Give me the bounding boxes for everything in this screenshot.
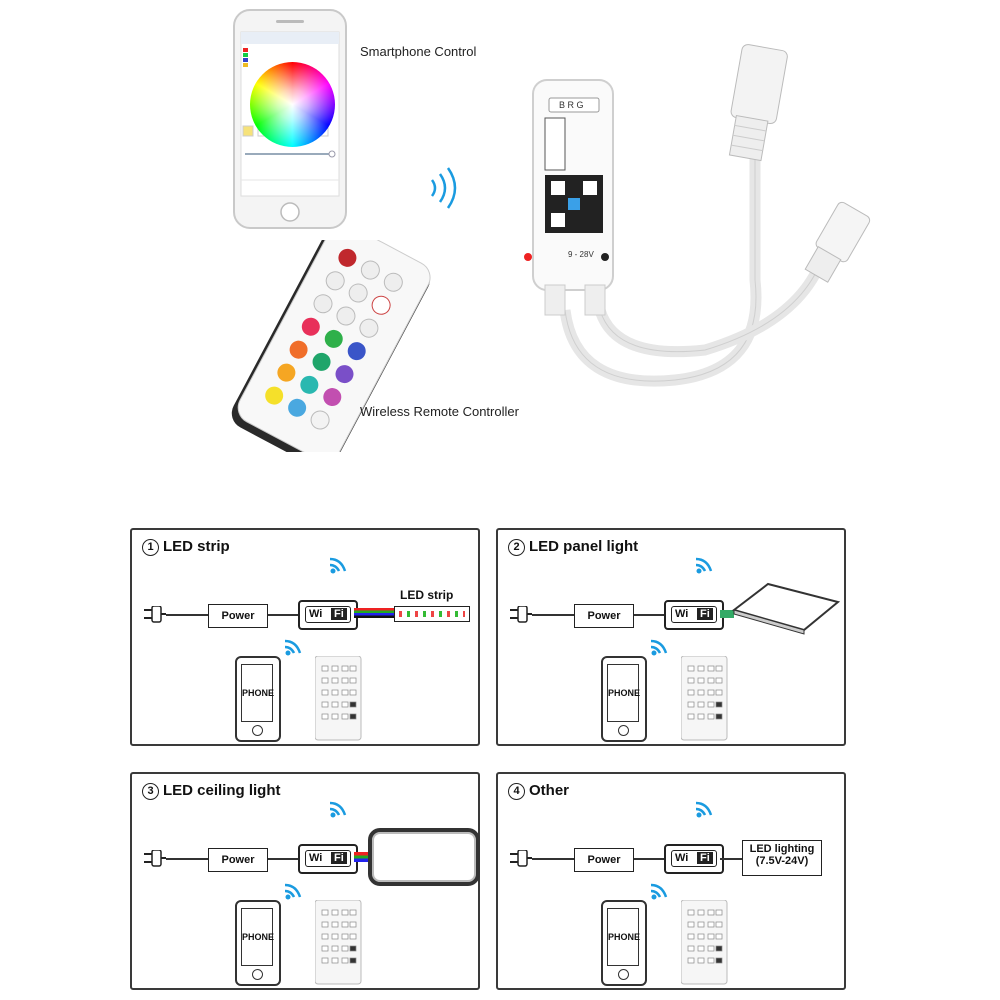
controller-spec-label: 9 - 28V xyxy=(568,250,594,259)
plug-icon xyxy=(510,850,533,867)
controller-brg-label: B R G xyxy=(559,100,584,110)
caption-remote: Wireless Remote Controller xyxy=(360,404,519,419)
led-ceiling-light xyxy=(368,828,480,886)
power-adapter-box: Power xyxy=(208,848,268,872)
wifi-signal-icon xyxy=(651,883,668,900)
phone-icon: PHONE xyxy=(235,900,281,986)
caption-smartphone: Smartphone Control xyxy=(360,44,477,59)
phone-icon: PHONE xyxy=(601,656,647,742)
power-adapter-box: Power xyxy=(208,604,268,628)
phone-icon: PHONE xyxy=(601,900,647,986)
remote-icon xyxy=(681,900,728,985)
wifi-controller-box: Wi Fi xyxy=(664,600,724,630)
remote-icon xyxy=(315,900,362,985)
power-adapter-box: Power xyxy=(574,604,634,628)
wifi-signal-icon xyxy=(285,639,302,656)
led-strip-label: LED strip xyxy=(400,588,454,602)
wifi-signal-icon xyxy=(696,801,713,818)
plug-icon xyxy=(144,606,167,623)
wifi-signal-icon xyxy=(330,557,347,574)
power-adapter-box: Power xyxy=(574,848,634,872)
wifi-controller-box: Wi Fi xyxy=(298,600,358,630)
remote-icon xyxy=(681,656,728,741)
led-strip xyxy=(394,606,470,622)
wifi-signal-icon xyxy=(285,883,302,900)
rgb-wires xyxy=(354,608,396,618)
led-lighting-box: LED lighting (7.5V-24V) xyxy=(742,840,822,876)
wifi-signal-icon xyxy=(696,557,713,574)
remote-controller-illustration xyxy=(210,223,450,469)
wifi-controller-box: Wi Fi xyxy=(298,844,358,874)
wireless-signal-icon xyxy=(424,166,464,215)
plug-icon xyxy=(144,850,167,867)
cable-line xyxy=(720,858,742,860)
wifi-controller-box: Wi Fi xyxy=(664,844,724,874)
led-panel-light xyxy=(720,582,840,635)
color-wheel xyxy=(250,62,335,147)
wifi-signal-icon xyxy=(651,639,668,656)
wifi-controller-device xyxy=(505,20,895,415)
phone-icon: PHONE xyxy=(235,656,281,742)
remote-icon xyxy=(315,656,362,741)
rgb-wires xyxy=(354,852,368,862)
plug-icon xyxy=(510,606,533,623)
wifi-signal-icon xyxy=(330,801,347,818)
